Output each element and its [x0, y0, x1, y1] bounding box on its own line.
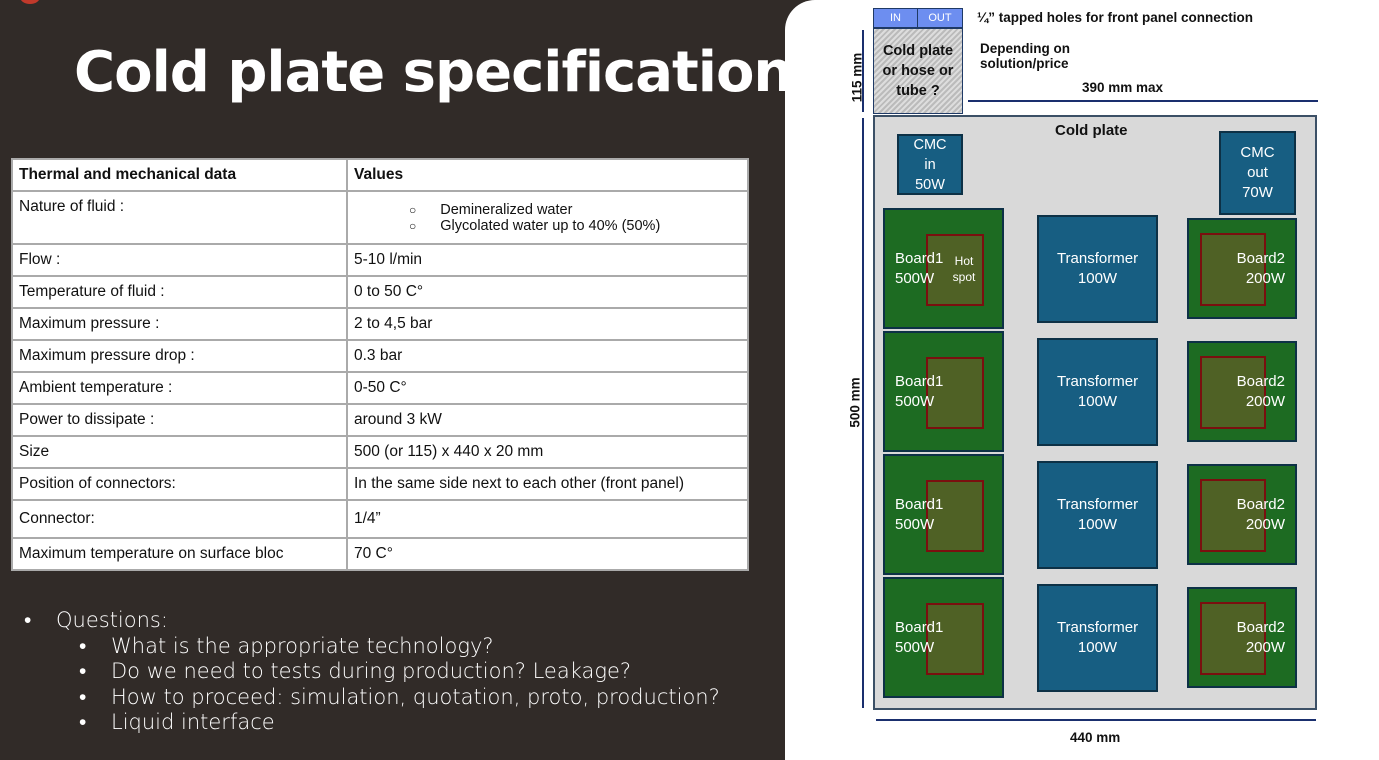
transformer: Transformer 100W — [1037, 338, 1158, 446]
header-values: Values — [346, 158, 749, 192]
table-row: Maximum pressure :2 to 4,5 bar — [11, 307, 749, 341]
transformer: Transformer 100W — [1037, 584, 1158, 692]
row-label: Nature of fluid : — [11, 190, 348, 245]
height-115-arrow — [862, 30, 864, 112]
question-item: How to proceed: simulation, quotation, p… — [24, 685, 720, 711]
connector-box: Cold plate or hose or tube ? — [873, 28, 963, 114]
row-label: Maximum temperature on surface bloc — [11, 537, 348, 571]
tapped-holes-label: ¼” tapped holes for front panel connecti… — [977, 10, 1254, 25]
board2-label: Board2 200W — [1236, 618, 1285, 656]
row-label: Maximum pressure drop : — [11, 339, 348, 373]
height-500-arrow — [862, 118, 864, 708]
hot-spot — [926, 234, 984, 306]
header-param: Thermal and mechanical data — [11, 158, 348, 192]
in-port: IN — [873, 8, 918, 28]
cmc-out: CMC out 70W — [1219, 131, 1296, 215]
row-label: Power to dissipate : — [11, 403, 348, 437]
logo-dot — [20, 0, 40, 4]
hot-spot — [926, 480, 984, 552]
row-value: 5-10 l/min — [346, 243, 749, 277]
question-item: Liquid interface — [24, 710, 720, 736]
transformer: Transformer 100W — [1037, 461, 1158, 569]
table-row: Maximum pressure drop :0.3 bar — [11, 339, 749, 373]
row-label: Temperature of fluid : — [11, 275, 348, 309]
table-row: Position of connectors:In the same side … — [11, 467, 749, 501]
question-item: Do we need to tests during production? L… — [24, 659, 720, 685]
hot-spot-label: Hot spot — [952, 254, 976, 284]
row-label: Position of connectors: — [11, 467, 348, 501]
row-value: around 3 kW — [346, 403, 749, 437]
transformer: Transformer 100W — [1037, 215, 1158, 323]
row-value: 0-50 C° — [346, 371, 749, 405]
width-arrow — [968, 100, 1318, 102]
depending-label: Depending on solution/price — [980, 41, 1070, 71]
board2-label: Board2 200W — [1236, 495, 1285, 533]
board1-label: Board1 500W — [895, 372, 944, 410]
row-value: 500 (or 115) x 440 x 20 mm — [346, 435, 749, 469]
width-440-arrow — [876, 719, 1316, 721]
board2-label: Board2 200W — [1236, 372, 1285, 410]
table-row: Ambient temperature :0-50 C° — [11, 371, 749, 405]
width-max-label: 390 mm max — [1082, 80, 1164, 95]
fluid-value: Glycolated water up to 40% (50%) — [440, 217, 661, 234]
row-value: 0.3 bar — [346, 339, 749, 373]
questions-heading: Questions: — [24, 608, 720, 634]
hot-spot — [1200, 233, 1266, 306]
table-row: Flow :5-10 l/min — [11, 243, 749, 277]
board1-label: Board1 500W — [895, 495, 944, 533]
board1-label: Board1 500W — [895, 618, 944, 656]
row-label: Connector: — [11, 499, 348, 539]
row-label: Size — [11, 435, 348, 469]
questions-list: Questions: What is the appropriate techn… — [24, 608, 720, 736]
table-row: Connector:1/4” — [11, 499, 749, 539]
width-440-label: 440 mm — [1070, 730, 1121, 745]
question-item: What is the appropriate technology? — [24, 634, 720, 660]
hot-spot — [926, 603, 984, 675]
cmc-in: CMC in 50W — [897, 134, 963, 195]
row-label: Maximum pressure : — [11, 307, 348, 341]
table-row: Temperature of fluid :0 to 50 C° — [11, 275, 749, 309]
board2-label: Board2 200W — [1236, 249, 1285, 287]
board1-label: Board1 500W — [895, 249, 944, 287]
hot-spot — [1200, 602, 1266, 675]
hot-spot — [926, 357, 984, 429]
row-value: 1/4” — [346, 499, 749, 539]
table-row: Power to dissipate :around 3 kW — [11, 403, 749, 437]
height-500-label: 500 mm — [847, 377, 863, 428]
row-label: Flow : — [11, 243, 348, 277]
row-value: In the same side next to each other (fro… — [346, 467, 749, 501]
hot-spot — [1200, 356, 1266, 429]
row-value: 0 to 50 C° — [346, 275, 749, 309]
cold-plate-label: Cold plate — [1055, 122, 1128, 139]
out-port: OUT — [917, 8, 963, 28]
row-value: 2 to 4,5 bar — [346, 307, 749, 341]
row-label: Ambient temperature : — [11, 371, 348, 405]
row-value: 70 C° — [346, 537, 749, 571]
hot-spot — [1200, 479, 1266, 552]
fluid-value: Demineralized water — [440, 201, 573, 218]
slide-title: Cold plate specification — [74, 40, 793, 105]
